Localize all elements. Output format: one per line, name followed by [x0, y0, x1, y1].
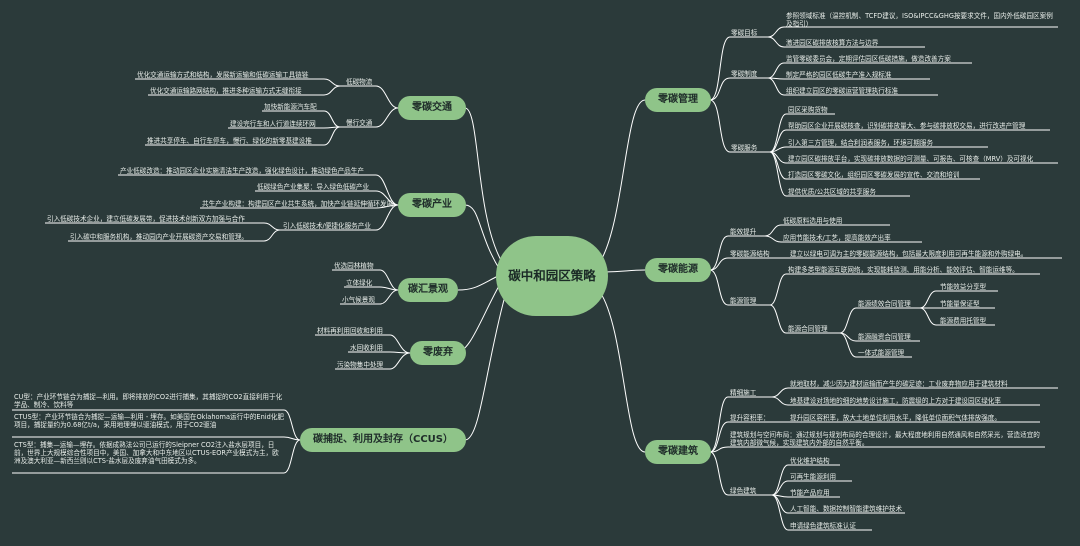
- leaf[interactable]: 园区采购货物: [788, 106, 828, 114]
- leaf[interactable]: 就地取材，减少因为建材运输而产生的碳足迹：工业废弃物应用于建筑材料: [790, 380, 1008, 388]
- node-contract-management[interactable]: 能源合同管理: [788, 325, 828, 333]
- node-planning-layout[interactable]: 建筑规划与空间布局：通过规划与规划布局的合理设计，最大程度地利用自然通风和自然采…: [730, 431, 1042, 447]
- node-energy-management[interactable]: 能源管理: [730, 297, 757, 305]
- leaf-ctus[interactable]: CTUS型：产业环节链合为捕捉—运输—利用 - 埋存。如美国在Oklahoma运…: [14, 413, 284, 429]
- node-floor-area-ratio[interactable]: 提升容积率：: [730, 414, 770, 422]
- leaf[interactable]: 能源融资合同管理: [858, 333, 911, 341]
- planning-label: 建筑规划与空间布局：: [730, 431, 796, 439]
- leaf[interactable]: 应用节能技术/工艺，提高能效产出率: [783, 234, 891, 242]
- leaf[interactable]: 立体绿化: [346, 279, 373, 287]
- leaf[interactable]: 优选园林植物: [334, 262, 374, 270]
- branch-ccus[interactable]: 碳捕捉、利用及封存（CCUS）: [300, 428, 466, 452]
- connector: [464, 295, 506, 441]
- connector: [454, 283, 501, 354]
- leaf[interactable]: 提升园区容积率，放大土地单位利用水平，降低单位面积气体排放强度。: [790, 414, 1001, 422]
- branch-zero-carbon-industry[interactable]: 零碳产业: [398, 193, 466, 217]
- branch-zero-carbon-energy[interactable]: 零碳能源: [645, 258, 711, 282]
- leaf[interactable]: 构建多类型能源互联网络，实现能耗监测、用能分析、能效评估、智能运维等。: [788, 266, 1019, 274]
- leaf[interactable]: 打造园区零碳文化，组织园区零碳发展的宣传、交流和培训: [788, 171, 960, 179]
- node-low-carbon-tech[interactable]: 引入低碳技术/便捷化服务产业: [283, 222, 371, 230]
- leaf[interactable]: 产业低碳改造：推动园区企业实施清洁生产改造，强化绿色设计，推动绿色产品生产: [120, 167, 364, 175]
- leaf-cts[interactable]: CTS型：捕集—运输—埋存。依据成熟法公司已运行的Sleipner CO2注入盐…: [14, 441, 279, 465]
- connector: [599, 99, 646, 263]
- leaf[interactable]: 申请绿色建筑标准认证: [790, 522, 856, 530]
- leaf[interactable]: 节能量保证型: [940, 300, 980, 308]
- leaf[interactable]: 监管零碳委员会，定期评估园区低碳措施，做造改善方案: [786, 55, 951, 63]
- leaf[interactable]: 组织建立园区的零碳运营管理执行标准: [786, 87, 899, 95]
- node-fine-construction[interactable]: 精细施工: [730, 389, 757, 397]
- branch-zero-carbon-transport[interactable]: 零碳交通: [398, 96, 466, 120]
- leaf[interactable]: 帮助园区企业开展碳核查，识别碳排放量大、参与碳排放权交易，进行改进产管理: [788, 122, 1026, 130]
- leaf[interactable]: 优化维护结构: [790, 457, 830, 465]
- leaf[interactable]: 水回收利用: [350, 344, 383, 352]
- leaf[interactable]: 共生产业构建：构建园区产业共生系统，加快产业链延伸循环发展: [202, 200, 394, 208]
- connector: [603, 269, 646, 273]
- connector: [464, 204, 501, 271]
- branch-zero-carbon-management[interactable]: 零碳管理: [645, 88, 711, 112]
- leaf[interactable]: 制定严格的园区低碳生产准入规标准: [786, 71, 892, 79]
- leaf[interactable]: 一体式能源管理: [858, 349, 905, 357]
- leaf[interactable]: 建立以绿电可调为主的零碳能源结构，包括最大限度利用可再生能源和外购绿电。: [790, 250, 1028, 258]
- leaf[interactable]: 可再生能源利用: [790, 473, 837, 481]
- leaf[interactable]: 能源费用托管型: [940, 317, 987, 325]
- leaf[interactable]: 节能产品应用: [790, 489, 830, 497]
- leaf[interactable]: 引入第三方管理，结合利润表服务，环境可期服务: [788, 139, 934, 147]
- connector: [599, 291, 646, 453]
- node-efficiency-up[interactable]: 能效提升: [730, 228, 757, 236]
- leaf-cu[interactable]: CU型：产业环节链合为捕捉—利用。即将排放的CO2进行捕集，其捕捉的CO2直接利…: [14, 393, 283, 409]
- node-efficiency-contract[interactable]: 能源绩效合同管理: [858, 300, 911, 308]
- leaf[interactable]: 引入低碳技术企业，建立低碳发展带，促进技术创新双方加强与合作: [47, 215, 245, 223]
- branch-zero-waste[interactable]: 零废弃: [410, 341, 466, 365]
- node-system[interactable]: 零碳制度: [731, 70, 758, 78]
- leaf[interactable]: 地基建设对场地的细的地势设计施工，防震级的上方对于建设园区绿化率: [790, 397, 1001, 405]
- leaf[interactable]: 低碳绿色产业集聚：导入绿色低碳产业: [257, 183, 370, 191]
- leaf[interactable]: 低碳原料选用与使用: [783, 217, 843, 225]
- leaf[interactable]: 建设完行车和人行道连续环网: [230, 120, 316, 128]
- leaf[interactable]: 材料再利用回收和利用: [317, 327, 383, 335]
- connector: [457, 275, 499, 291]
- leaf[interactable]: 优化交通运输方式和结构，发展新运输和低碳运输工具链链: [137, 71, 309, 79]
- branch-zero-carbon-building[interactable]: 零碳建筑: [645, 440, 711, 464]
- node-green-building[interactable]: 绿色建筑: [730, 487, 757, 495]
- leaf[interactable]: 建立园区碳排放平台，实现碳排放数据的可测量、可报告、可核查（MRV）及可视化: [788, 155, 1034, 163]
- leaf[interactable]: 参照领域标准（温控机制、TCFD建议，ISO&IPCC&GHG按要求文件，国内外…: [786, 12, 1053, 28]
- leaf[interactable]: 优化交通运输路网结构，推进多种运输方式无缝衔接: [150, 87, 302, 95]
- leaf[interactable]: 节能效益分享型: [940, 283, 987, 291]
- planning-text: 通过规划与规划布局的合理设计，最大程度地利用自然通风和自然采光，营造适宜的建筑内…: [730, 431, 1040, 447]
- branch-carbon-sink-landscape[interactable]: 碳汇景观: [398, 278, 458, 302]
- node-slow-traffic[interactable]: 慢行交通: [346, 119, 373, 127]
- node-service[interactable]: 零碳服务: [731, 144, 758, 152]
- node-energy-structure[interactable]: 零碳能源结构: [730, 250, 770, 258]
- leaf[interactable]: 提供优质/公共区域的共享服务: [788, 188, 876, 196]
- node-goal[interactable]: 零碳目标: [731, 29, 758, 37]
- leaf[interactable]: 推进共享停车、自行车停车，慢行、绿化的新零基建设推: [147, 137, 312, 145]
- leaf[interactable]: 激进园区碳排放核算方法与边界: [786, 39, 879, 47]
- leaf[interactable]: 人工智能、数据控制智能建筑维护技术: [790, 505, 903, 513]
- node-low-carbon-logistics[interactable]: 低碳物流: [346, 78, 373, 86]
- connector: [464, 107, 503, 263]
- leaf[interactable]: 小气候景观: [342, 296, 375, 304]
- leaf[interactable]: 加快新能源汽车配: [264, 103, 317, 111]
- leaf[interactable]: 引入碳中和服务机构，推动园内产业开展碳资产交易和管理。: [70, 233, 249, 241]
- central-node[interactable]: 碳中和园区策略: [496, 236, 608, 316]
- leaf[interactable]: 污染物集中处理: [337, 361, 384, 369]
